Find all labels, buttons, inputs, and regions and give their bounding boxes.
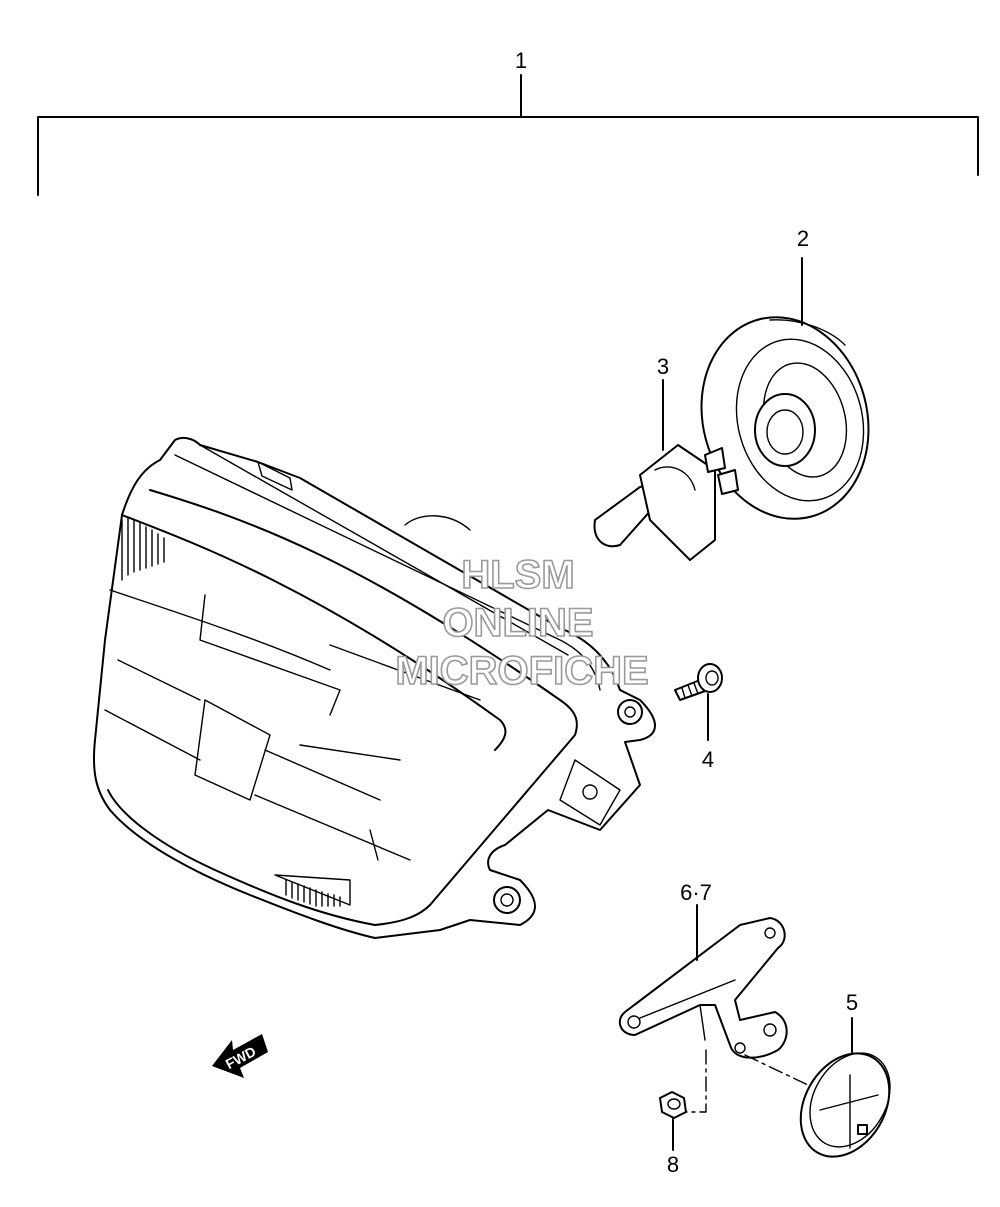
assembly-guides [685, 1049, 809, 1113]
callout-8: 8 [667, 1152, 679, 1177]
bulb-socket-cover [700, 316, 870, 520]
callout-6-7: 6·7 [680, 880, 712, 905]
nut [659, 1091, 687, 1119]
callout-5: 5 [846, 990, 858, 1015]
watermark-line-1: HLSM [461, 553, 574, 597]
watermark-line-3: MICROFICHE [395, 649, 648, 693]
callout-2: 2 [797, 226, 809, 251]
headlamp-housing [92, 436, 656, 939]
callout-1: 1 [515, 48, 527, 73]
watermark-line-2: ONLINE [442, 601, 593, 645]
watermark: HLSM ONLINE MICROFICHE [395, 552, 650, 694]
assembly-bracket [37, 74, 979, 196]
mount-hole-lower [493, 886, 521, 914]
leader-lines [662, 257, 853, 1151]
callout-4: 4 [702, 747, 714, 772]
headlamp-bulb [593, 444, 739, 561]
screw [674, 663, 723, 701]
mounting-bracket [618, 917, 788, 1059]
callout-3: 3 [657, 354, 669, 379]
cap [799, 1052, 891, 1158]
forward-direction-arrow: FWD [212, 1034, 268, 1078]
mount-hole-upper [617, 699, 643, 725]
